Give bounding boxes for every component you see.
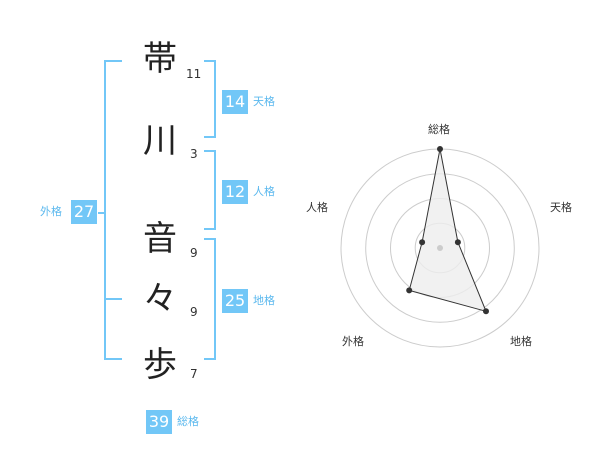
- radar-point-jinkaku: [419, 239, 426, 246]
- name-char-3: 音: [143, 219, 177, 259]
- radar-label-chikaku: 地格: [510, 335, 532, 348]
- radar-point-soukaku: [437, 146, 443, 152]
- radar-label-jinkaku: 人格: [306, 201, 328, 214]
- soukaku-label: 総格: [177, 415, 199, 428]
- radar-label-soukaku: 総格: [428, 123, 450, 136]
- jinkaku-value-badge: 12: [222, 180, 248, 204]
- chikaku-label: 地格: [253, 294, 275, 307]
- stroke-count-2: 3: [190, 147, 198, 161]
- radar-polygon: [408, 148, 487, 313]
- radar-point-chikaku: [483, 308, 489, 315]
- stroke-count-3: 9: [190, 246, 198, 260]
- name-char-5: 歩: [143, 345, 177, 385]
- soukaku-value-badge: 39: [146, 410, 172, 434]
- radar-point-gaikaku: [406, 287, 413, 294]
- chikaku-value-badge: 25: [222, 289, 248, 313]
- stroke-count-4: 9: [190, 305, 198, 319]
- radar-center-dot: [437, 245, 443, 251]
- gaikaku-label: 外格: [40, 205, 62, 218]
- radar-label-gaikaku: 外格: [342, 335, 364, 348]
- radar-point-tenkaku: [454, 239, 461, 246]
- name-char-2: 川: [143, 121, 177, 161]
- name-char-4: 々: [143, 279, 177, 319]
- name-char-1: 帯: [143, 39, 177, 79]
- jinkaku-label: 人格: [253, 185, 275, 198]
- tenkaku-label: 天格: [253, 95, 275, 108]
- radar-label-tenkaku: 天格: [550, 201, 572, 214]
- stroke-count-5: 7: [190, 367, 198, 381]
- stroke-count-1: 11: [186, 67, 202, 81]
- gaikaku-value-badge: 27: [71, 200, 97, 224]
- tenkaku-value-badge: 14: [222, 90, 248, 114]
